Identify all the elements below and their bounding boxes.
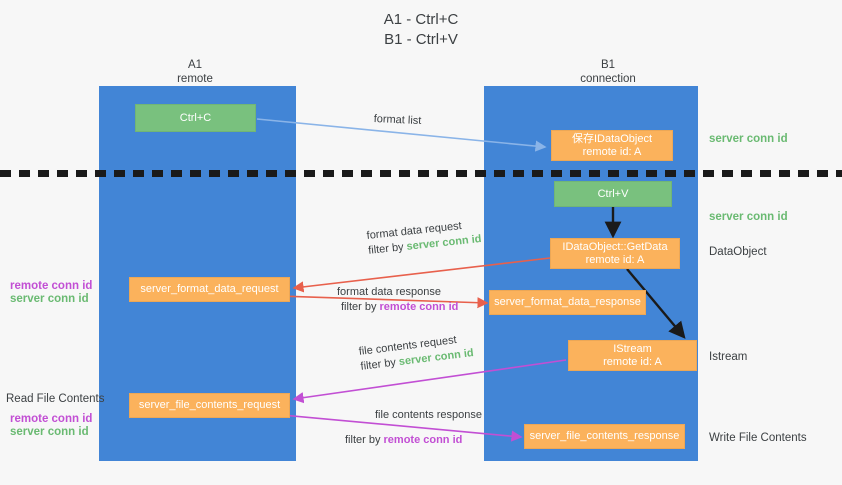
column-right-role: connection	[580, 73, 636, 85]
page-title: A1 - Ctrl+C B1 - Ctrl+V	[0, 10, 842, 50]
box-file-contents-request-label: server_file_contents_request	[138, 399, 281, 411]
file-contents-request-prefix: filter by	[359, 356, 400, 373]
format-data-request-prefix: filter by	[367, 240, 408, 257]
box-idataobject-getdata[interactable]: IDataObject::GetData remote id: A	[550, 238, 680, 269]
box-getdata-line1: IDataObject::GetData	[562, 240, 668, 253]
box-istream-line1: IStream	[613, 342, 652, 355]
format-data-response-filter: filter by remote conn id	[337, 300, 458, 315]
format-list-text: format list	[373, 112, 422, 128]
box-server-file-contents-request[interactable]: server_file_contents_request	[129, 393, 290, 418]
annotation-remote-conn-bottom: remote conn id	[10, 413, 93, 425]
box-istream-line2: remote id: A	[603, 355, 662, 368]
annotation-istream: Istream	[709, 351, 748, 363]
annotation-dataobject: DataObject	[709, 246, 767, 258]
annotation-server-conn-top: server conn id	[709, 133, 788, 145]
box-ctrl-v[interactable]: Ctrl+V	[554, 181, 672, 207]
arrow-label-format-data-request: format data request filter by server con…	[366, 217, 482, 259]
arrow-label-file-contents-response: file contents response filter by remote …	[345, 408, 482, 448]
annotation-server-conn-bottom: server conn id	[10, 426, 89, 438]
box-server-format-data-request[interactable]: server_format_data_request	[129, 277, 290, 302]
box-ctrl-c[interactable]: Ctrl+C	[135, 104, 256, 132]
file-contents-response-filter: filter by remote conn id	[345, 423, 482, 448]
column-left-role: remote	[177, 73, 213, 85]
annotation-server-conn-mid: server conn id	[709, 211, 788, 223]
arrow-label-file-contents-request: file contents request filter by server c…	[358, 331, 475, 375]
annotation-read-file-contents: Read File Contents	[6, 393, 105, 405]
title-line-2: B1 - Ctrl+V	[384, 31, 458, 48]
annotation-write-file-contents: Write File Contents	[709, 432, 807, 444]
box-server-file-contents-response[interactable]: server_file_contents_response	[524, 424, 685, 449]
box-getdata-line2: remote id: A	[585, 253, 645, 266]
column-left-name: A1	[187, 59, 203, 71]
annotation-server-conn-left-mid: server conn id	[10, 293, 89, 305]
box-ctrl-c-label: Ctrl+C	[179, 111, 212, 124]
box-save-idataobject[interactable]: 保存IDataObject remote id: A	[551, 130, 673, 161]
box-istream[interactable]: IStream remote id: A	[568, 340, 697, 371]
annotation-remote-conn-mid: remote conn id	[10, 280, 93, 292]
format-data-response-prefix: filter by	[341, 301, 380, 313]
box-save-idataobject-line2: remote id: A	[582, 145, 642, 158]
column-header-left: A1 remote	[115, 58, 275, 86]
title-line-1: A1 - Ctrl+C	[383, 11, 459, 28]
box-server-format-data-response[interactable]: server_format_data_response	[489, 290, 646, 315]
file-contents-response-prefix: filter by	[345, 434, 384, 446]
format-data-response-filter-value: remote conn id	[379, 301, 459, 313]
file-contents-response-line1: file contents response	[375, 409, 483, 421]
file-contents-response-filter-value: remote conn id	[383, 434, 463, 446]
box-ctrl-v-label: Ctrl+V	[597, 187, 629, 200]
box-save-idataobject-line1: 保存IDataObject	[571, 132, 653, 145]
box-file-contents-response-label: server_file_contents_response	[529, 430, 680, 442]
format-data-response-line1: format data response	[337, 286, 441, 298]
arrow-label-format-list: format list	[373, 112, 421, 129]
column-right-name: B1	[600, 59, 616, 71]
column-header-right: B1 connection	[528, 58, 688, 86]
box-format-data-response-label: server_format_data_response	[494, 296, 641, 308]
arrow-label-format-data-response: format data response filter by remote co…	[337, 285, 458, 315]
dashed-separator	[0, 170, 842, 177]
box-format-data-request-label: server_format_data_request	[140, 283, 279, 295]
